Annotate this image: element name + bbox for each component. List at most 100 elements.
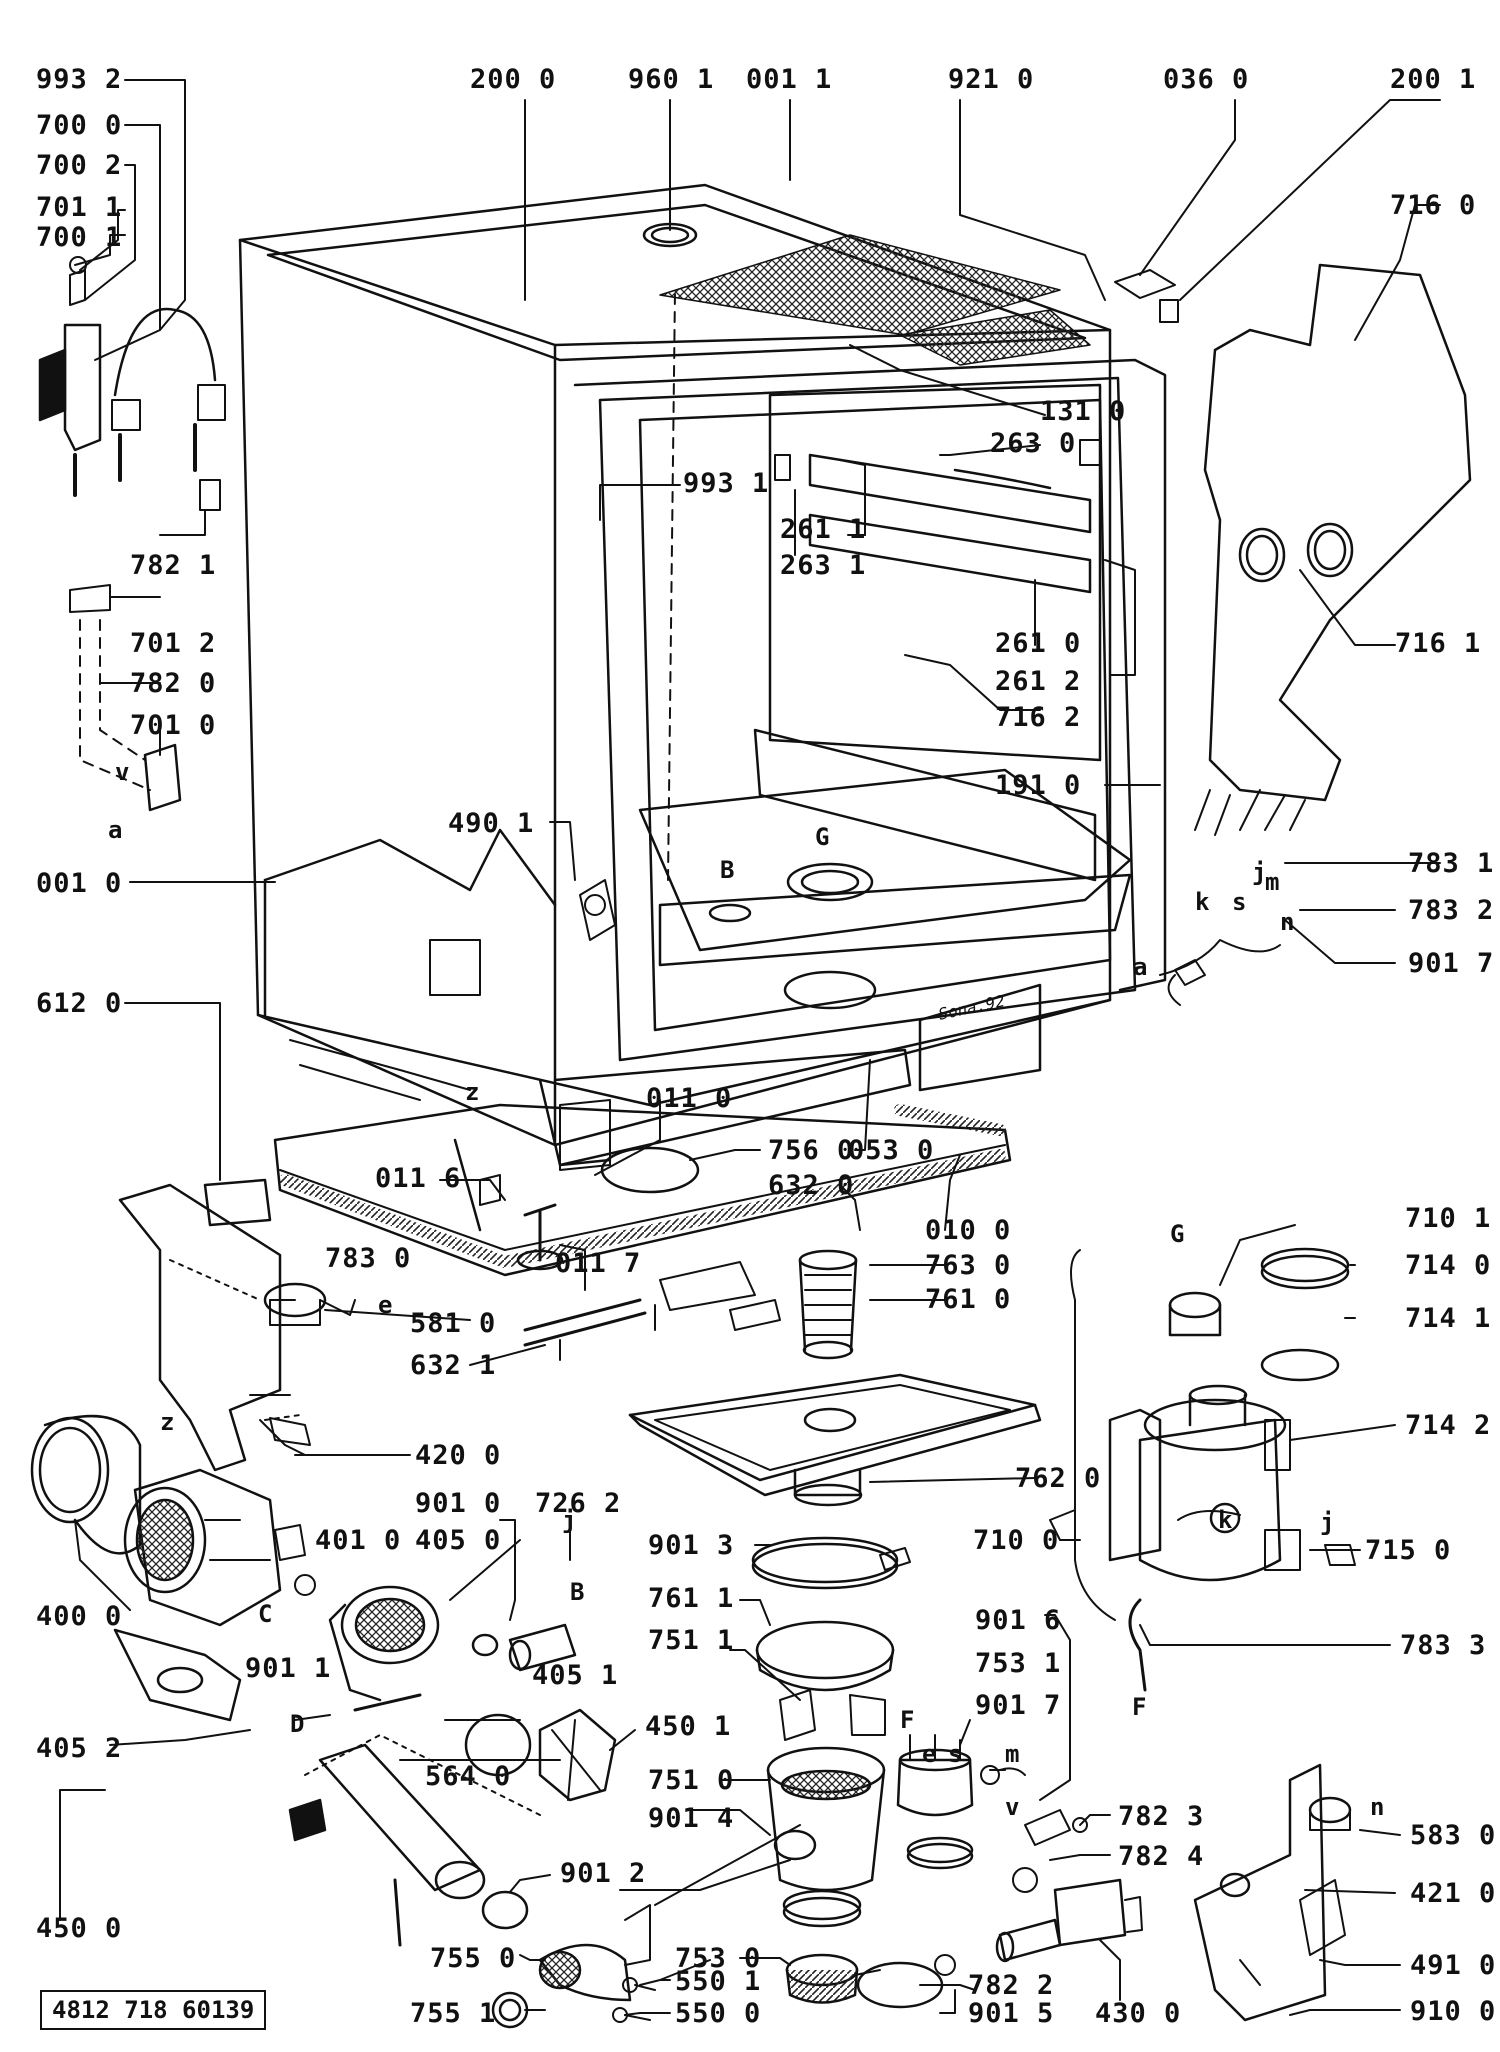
pump-seal	[464, 1708, 617, 1802]
part-label-581-0: 581 0	[410, 1308, 497, 1339]
part-label-420-0: 420 0	[415, 1440, 502, 1471]
part-label-632-0: 632 0	[768, 1170, 855, 1201]
part-label-450-1: 450 1	[645, 1711, 732, 1742]
part-label-901-2: 901 2	[560, 1858, 647, 1889]
part-label-405-2: 405 2	[36, 1733, 123, 1764]
clamp-ring	[751, 1536, 911, 1590]
part-label-632-1: 632 1	[410, 1350, 497, 1381]
part-label-010-0: 010 0	[925, 1215, 1012, 1246]
part-label-701-1: 701 1	[36, 192, 123, 223]
part-label-490-1: 490 1	[448, 808, 535, 839]
side-insulation-panel	[1203, 263, 1472, 802]
connection-letter-k: k	[1195, 888, 1210, 916]
sump-ring	[755, 1620, 895, 1692]
part-label-901-5: 901 5	[968, 1998, 1055, 2029]
connection-letter-j: j	[562, 1506, 577, 1534]
part-label-036-0: 036 0	[1163, 64, 1250, 95]
part-label-700-2: 700 2	[36, 150, 123, 181]
part-label-450-0: 450 0	[36, 1913, 123, 1944]
connection-letter-m: m	[1265, 868, 1280, 896]
connection-letter-n: n	[1370, 1793, 1385, 1821]
part-label-993-1: 993 1	[683, 468, 770, 499]
part-label-131-0: 131 0	[1040, 396, 1127, 427]
part-label-550-0: 550 0	[675, 1998, 762, 2029]
connection-letter-j: j	[1252, 858, 1267, 886]
part-label-405-1: 405 1	[532, 1660, 619, 1691]
connection-letter-e: e	[922, 1740, 937, 1768]
part-label-921-0: 921 0	[948, 64, 1035, 95]
connection-letter-G: G	[815, 823, 830, 851]
connection-letter-F: F	[1132, 1693, 1147, 1721]
callout-leader-lines	[59, 79, 1441, 2016]
part-label-726-2: 726 2	[535, 1488, 622, 1519]
part-label-783-3: 783 3	[1400, 1630, 1487, 1661]
part-label-261-0: 261 0	[995, 628, 1082, 659]
connection-letter-D: D	[290, 1710, 305, 1738]
filter-coil	[798, 1249, 858, 1360]
connection-letter-k: k	[1218, 1506, 1233, 1534]
connection-letter-v: v	[1005, 1793, 1020, 1821]
sump-tray	[628, 1373, 1042, 1507]
part-label-755-1: 755 1	[410, 1998, 497, 2029]
wiring-harness	[1159, 789, 1306, 1006]
part-label-753-0: 753 0	[675, 1943, 762, 1974]
part-label-782-4: 782 4	[1118, 1841, 1205, 1872]
part-label-700-1: 700 1	[36, 222, 123, 253]
small-clamp	[782, 1889, 862, 1928]
impeller-housing	[328, 1585, 577, 1712]
wiring-bracket	[1193, 1763, 1352, 2022]
part-label-716-0: 716 0	[1390, 190, 1477, 221]
part-label-761-1: 761 1	[648, 1583, 735, 1614]
part-label-901-0: 901 0	[415, 1488, 502, 1519]
part-label-993-2: 993 2	[36, 64, 123, 95]
part-label-700-0: 700 0	[36, 110, 123, 141]
pump-base	[785, 1953, 944, 2009]
part-label-783-0: 783 0	[325, 1243, 412, 1274]
connection-letter-B: B	[570, 1578, 585, 1606]
part-label-762-0: 762 0	[1015, 1463, 1102, 1494]
part-label-263-0: 263 0	[990, 428, 1077, 459]
part-label-011-0: 011 0	[646, 1083, 733, 1114]
connection-letter-j: j	[1320, 1508, 1335, 1536]
heating-element	[523, 1298, 781, 1361]
part-label-405-0: 405 0	[415, 1525, 502, 1556]
part-label-751-0: 751 0	[648, 1765, 735, 1796]
part-label-200-1: 200 1	[1390, 64, 1477, 95]
connection-letter-n: n	[1280, 908, 1295, 936]
base-tray	[273, 1103, 1012, 1311]
part-label-761-0: 761 0	[925, 1284, 1012, 1315]
connection-letter-z: z	[465, 1078, 480, 1106]
connection-letter-z: z	[160, 1408, 175, 1436]
part-label-960-1: 960 1	[628, 64, 715, 95]
part-label-564-0: 564 0	[425, 1761, 512, 1792]
part-label-714-1: 714 1	[1405, 1303, 1492, 1334]
part-label-716-1: 716 1	[1395, 628, 1482, 659]
connection-letter-B: B	[720, 856, 735, 884]
connection-letter-e: e	[378, 1291, 393, 1319]
part-label-753-1: 753 1	[975, 1648, 1062, 1679]
connection-letter-F: F	[900, 1706, 915, 1734]
part-label-191-0: 191 0	[995, 770, 1082, 801]
part-label-701-0: 701 0	[130, 710, 217, 741]
part-label-011-7: 011 7	[555, 1248, 642, 1279]
connection-letter-C: C	[258, 1600, 273, 1628]
part-label-400-0: 400 0	[36, 1601, 123, 1632]
connection-letter-s: s	[1232, 888, 1247, 916]
part-label-901-7a: 901 7	[1408, 948, 1495, 979]
part-label-714-2: 714 2	[1405, 1410, 1492, 1441]
connection-letter-a: a	[108, 816, 123, 844]
part-label-430-0: 430 0	[1095, 1998, 1182, 2029]
part-label-715-0: 715 0	[1365, 1535, 1452, 1566]
part-label-550-1: 550 1	[675, 1966, 762, 1997]
part-label-751-1: 751 1	[648, 1625, 735, 1656]
part-label-782-0: 782 0	[130, 668, 217, 699]
cabinet-assembly	[238, 183, 1167, 1232]
part-label-901-7b: 901 7	[975, 1690, 1062, 1721]
rinse-aid-assembly	[38, 256, 226, 812]
drain-pump	[288, 1734, 801, 2029]
part-label-901-6: 901 6	[975, 1605, 1062, 1636]
part-label-200-0: 200 0	[470, 64, 557, 95]
part-label-763-0: 763 0	[925, 1250, 1012, 1281]
